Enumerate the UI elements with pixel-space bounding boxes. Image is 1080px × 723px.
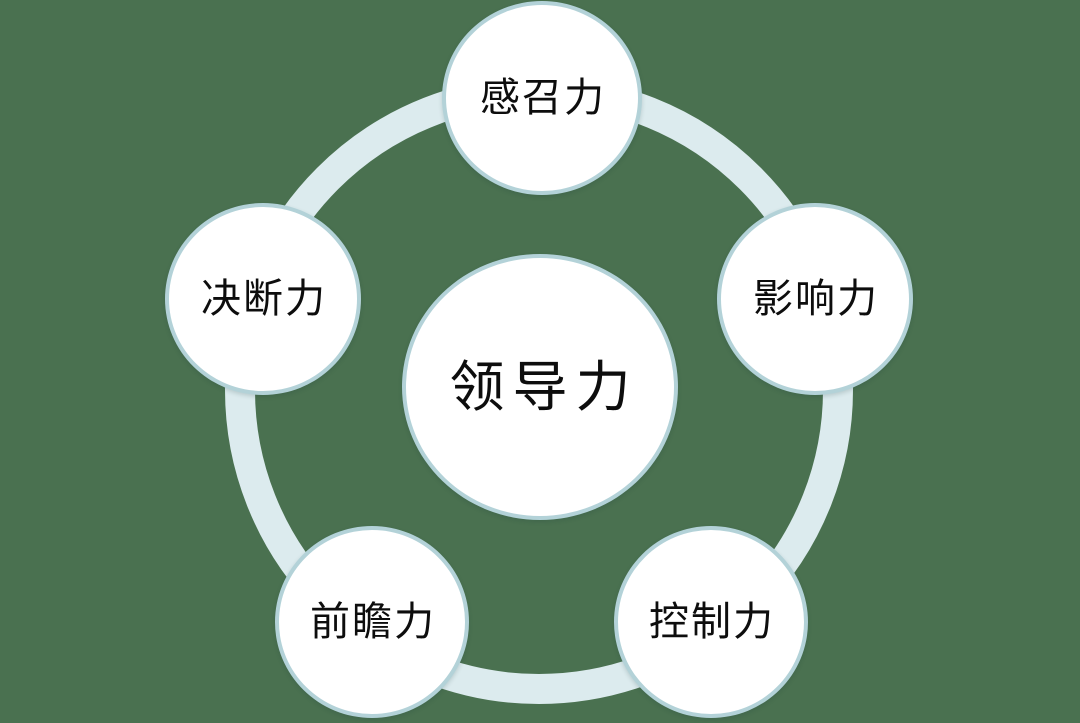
satellite-label-control: 控制力 [649,599,775,644]
center-label: 领导力 [449,356,639,418]
satellite-label-charisma: 感召力 [480,75,606,120]
satellite-circle-control: 控制力 [614,526,808,718]
satellite-label-influence: 影响力 [753,276,879,321]
satellite-label-foresight: 前瞻力 [310,599,436,644]
satellite-label-decisiveness: 决断力 [201,276,327,321]
satellite-circle-influence: 影响力 [717,203,913,395]
satellite-circle-foresight: 前瞻力 [275,526,469,718]
satellite-circle-charisma: 感召力 [442,1,642,195]
satellite-circle-decisiveness: 决断力 [165,203,361,395]
center-circle-leadership: 领导力 [402,254,678,520]
